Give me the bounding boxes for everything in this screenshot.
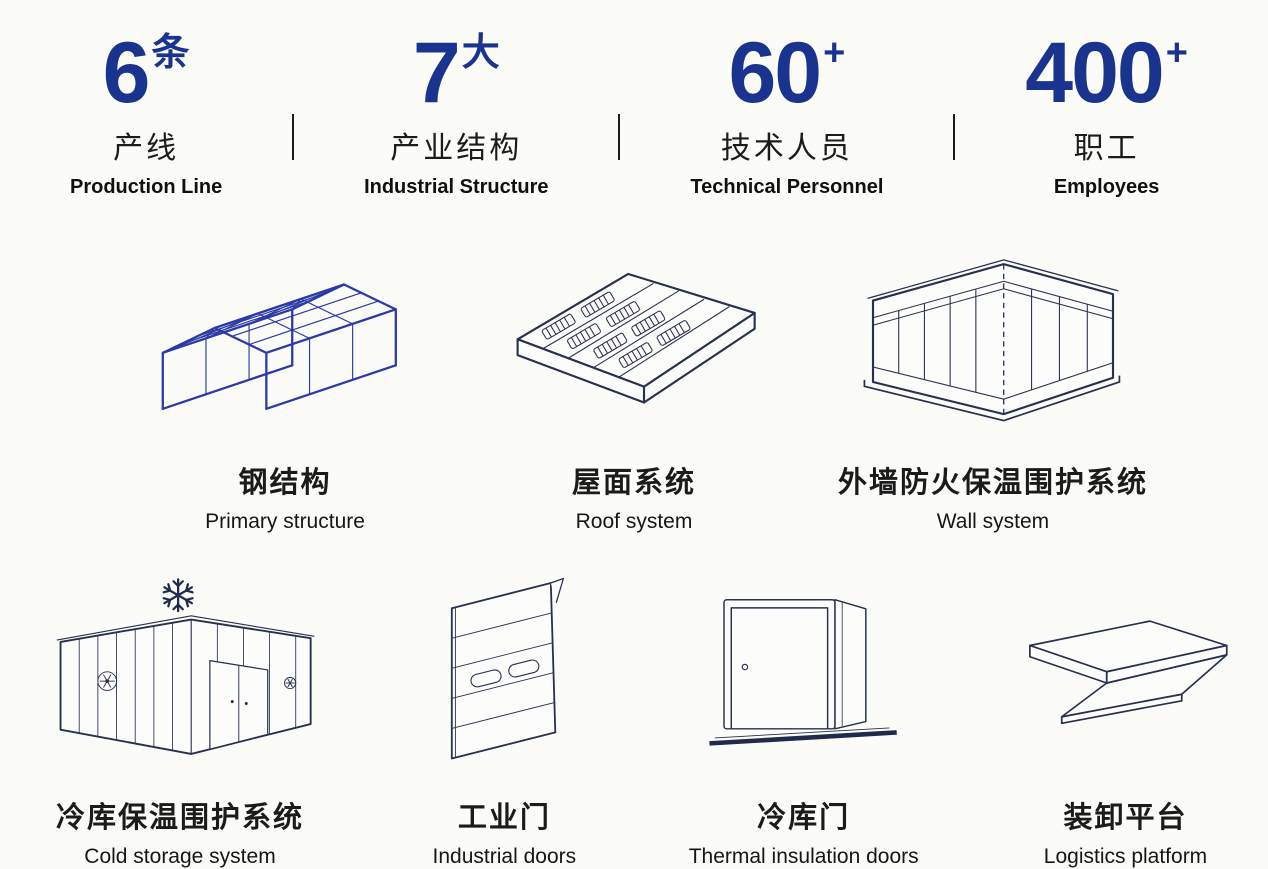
product-industrial-door: 工业门 Industrial doors [414,572,594,869]
fan-icon [97,671,118,691]
product-label-en: Wall system [936,510,1050,534]
door-windows [470,659,540,688]
roof-system-illustration [517,272,757,404]
roof-system-figure [486,243,781,435]
industrial-door-illustration [451,578,565,760]
product-label-en: Roof system [575,510,693,534]
product-label-en: Cold storage system [84,845,276,869]
stat-number: 400 + [1025,25,1188,121]
cold-storage-illustration [56,578,315,755]
company-stats-row: 6 条 产线 Production Line 7 大 产业结构 Industri… [0,0,1268,199]
stat-suffix: 大 [461,32,500,74]
wall-system-illustration [863,259,1121,422]
product-label-zh: 装卸平台 [1063,802,1188,835]
product-wall-system: 外墙防火保温围护系统 Wall system [838,243,1148,534]
wall-system-figure [838,243,1148,435]
product-label-zh: 屋面系统 [571,467,696,500]
stat-value: 6 [102,25,151,121]
stats-divider [618,114,621,160]
insulated-door-illustration [708,599,897,746]
product-label-en: Primary structure [205,510,365,534]
stat-label-en: Technical Personnel [690,176,884,199]
stat-value: 60 [728,25,822,121]
product-label-en: Industrial doors [432,845,577,869]
product-loading-platform: 装卸平台 Logistics platform [1013,572,1238,869]
stat-number: 60 + [690,25,883,121]
stat-value: 400 [1025,25,1164,121]
stats-divider [292,114,295,160]
stat-number: 6 条 [70,25,222,121]
door-handle [741,663,748,671]
stat-suffix: + [1165,32,1188,74]
stat-label-en: Industrial Structure [364,176,549,199]
steel-structure-illustration [161,283,397,410]
industrial-door-figure [414,572,594,770]
cold-storage-figure [40,572,320,770]
product-cold-storage: 冷库保温围护系统 Cold storage system [40,572,320,869]
product-label-en: Logistics platform [1043,845,1208,869]
product-primary-structure: 钢结构 Primary structure [140,243,430,534]
product-label-zh: 钢结构 [238,467,332,500]
product-insulated-door: 冷库门 Thermal insulation doors [689,572,919,869]
insulated-door-figure [689,572,919,770]
product-label-zh: 冷库保温围护系统 [55,802,304,835]
stat-suffix: + [823,32,846,74]
product-label-zh: 外墙防火保温围护系统 [837,467,1148,500]
stat-employees: 400 + 职工 Employees [1025,25,1188,199]
stat-label-zh: 产业结构 [390,132,523,166]
stat-label-en: Employees [1053,176,1160,199]
stat-label-zh: 产线 [113,132,180,166]
products-row-2: 冷库保温围护系统 Cold storage system 工业门 [0,572,1268,869]
stat-label-en: Production Line [70,176,223,199]
stat-number: 7 大 [364,25,548,121]
loading-platform-figure [1013,572,1238,770]
stat-production-lines: 6 条 产线 Production Line [70,25,223,199]
stat-suffix: 条 [151,32,190,74]
product-roof-system: 屋面系统 Roof system [486,243,781,534]
stat-label-zh: 技术人员 [720,132,853,166]
product-label-en: Thermal insulation doors [688,845,919,869]
snowflake-icon [160,578,196,613]
products-row-1: 钢结构 Primary structure [0,243,1268,534]
product-label-zh: 工业门 [457,802,551,835]
stat-industrial-structure: 7 大 产业结构 Industrial Structure [364,25,549,199]
small-fan-icon [284,676,297,689]
stats-divider [953,114,956,160]
double-door [209,659,269,750]
loading-platform-illustration [1029,620,1228,724]
steel-structure-figure [140,243,430,435]
product-label-zh: 冷库门 [757,802,851,835]
stat-label-zh: 职工 [1073,132,1140,166]
stat-value: 7 [412,25,461,121]
stat-technical-personnel: 60 + 技术人员 Technical Personnel [690,25,884,199]
